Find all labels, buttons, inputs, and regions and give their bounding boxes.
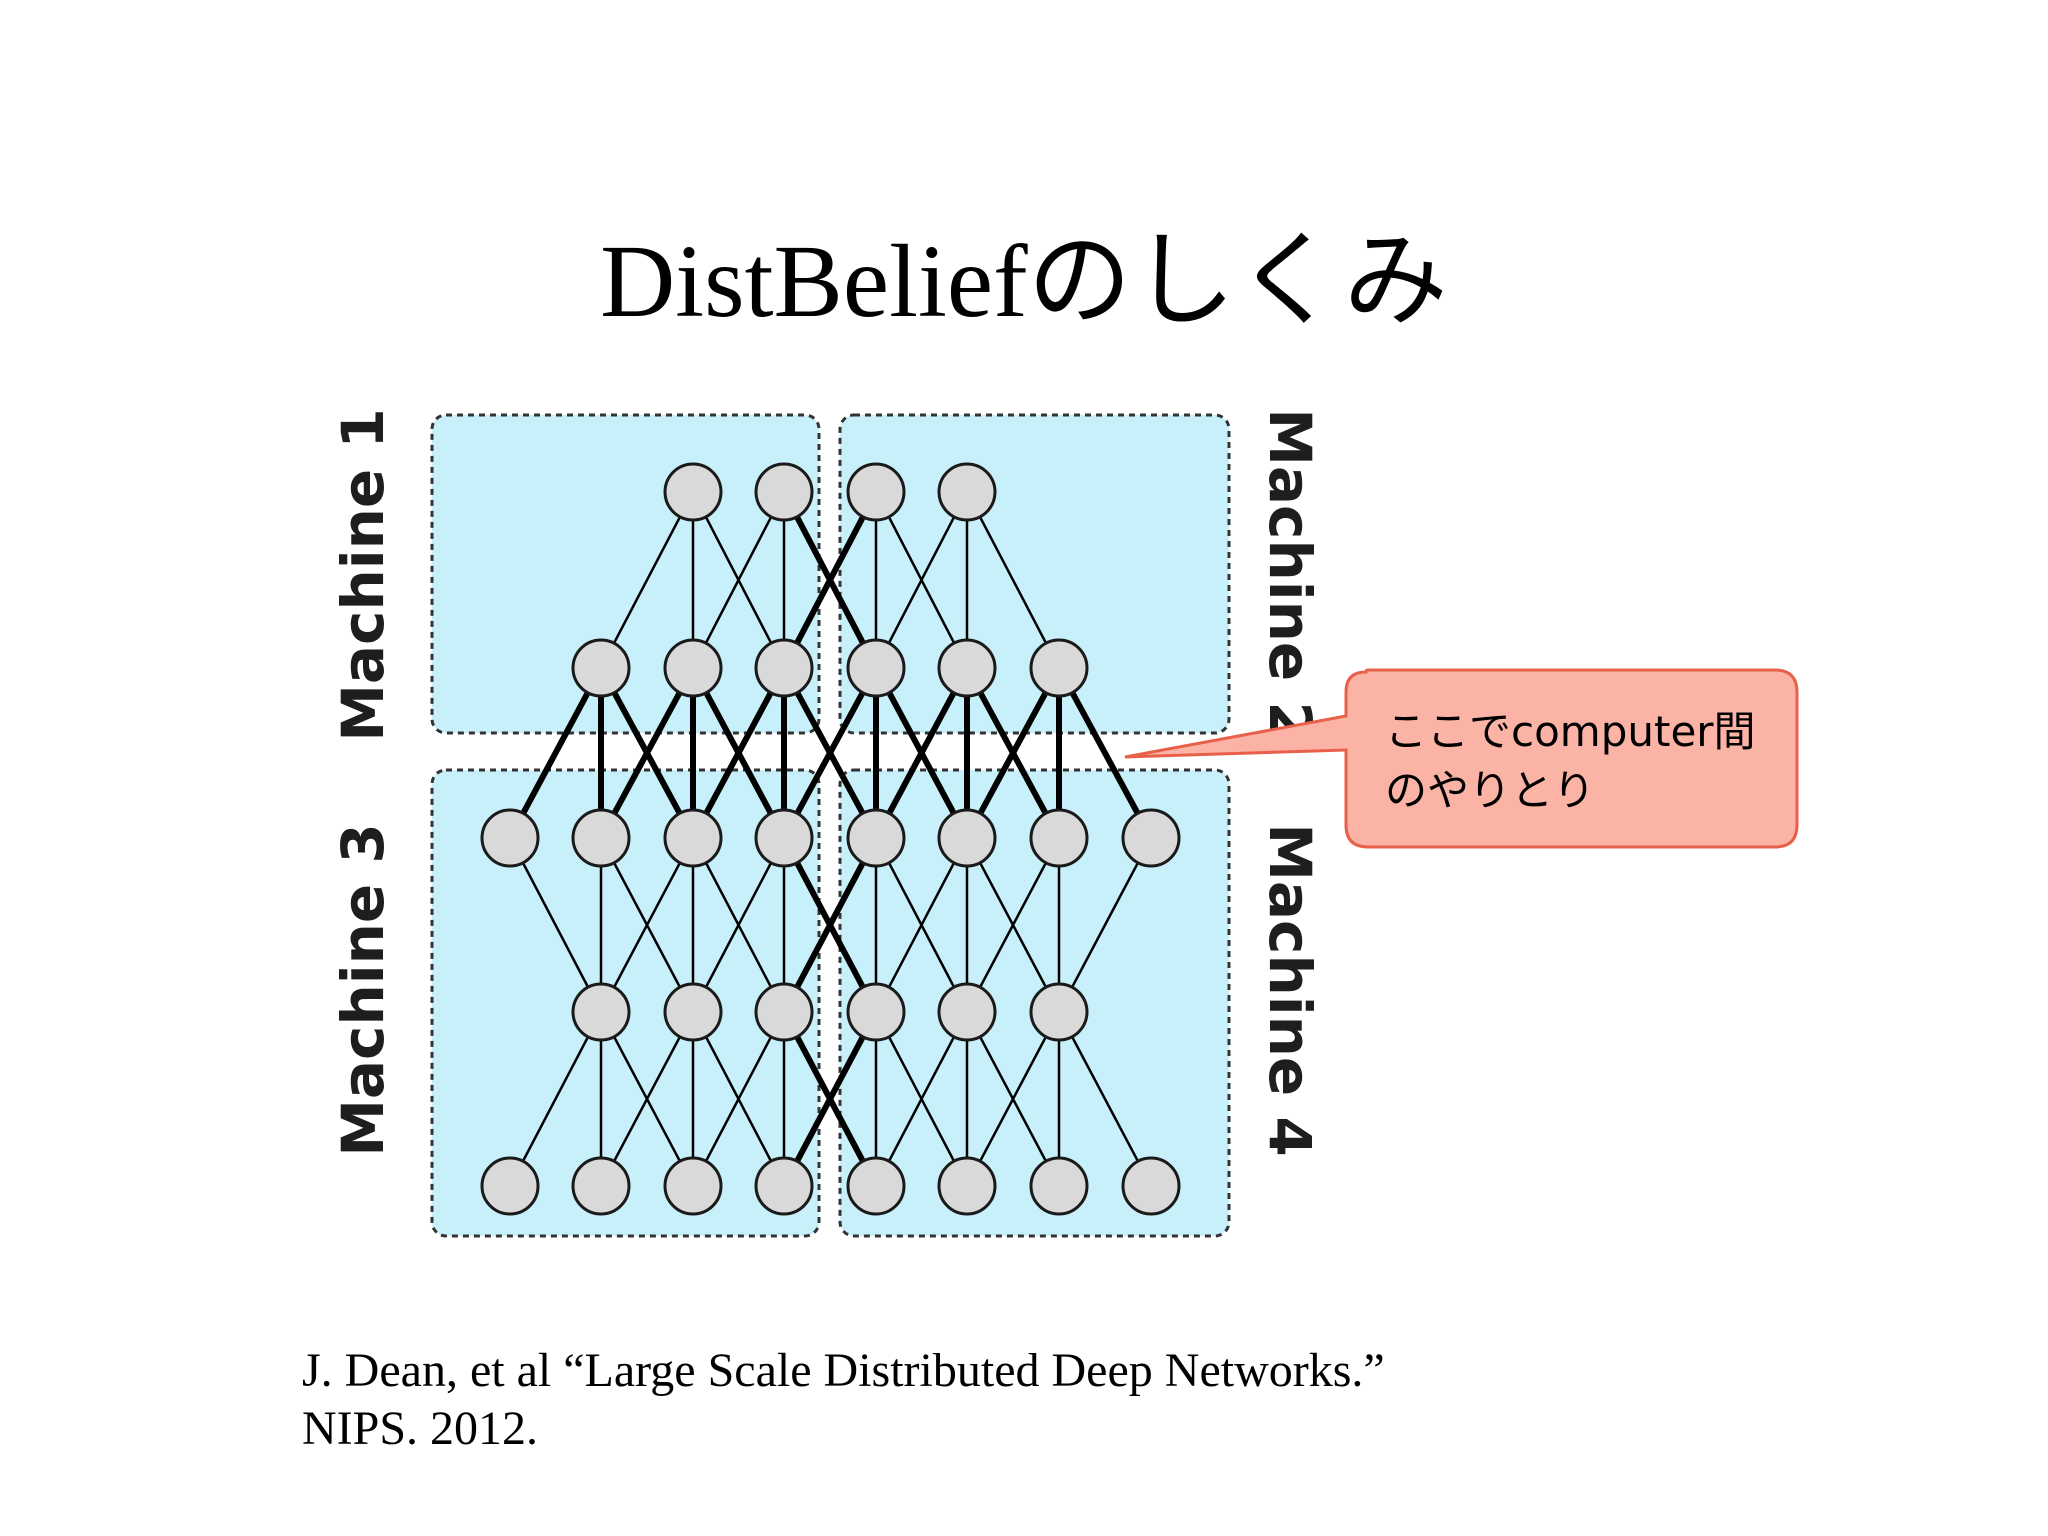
network-node — [1029, 638, 1089, 698]
network-node — [937, 462, 997, 522]
edge — [1057, 1011, 1153, 1187]
network-node — [1029, 982, 1089, 1042]
callout-bubble — [1124, 668, 1799, 849]
network-node — [754, 808, 814, 868]
slide-title: DistBeliefのしくみ — [600, 224, 1448, 339]
network-node — [1029, 1156, 1089, 1216]
network-node — [754, 638, 814, 698]
cross-machine-edge — [781, 1010, 879, 1188]
edge — [965, 1011, 1061, 1187]
machine-2-label: Machine 2 — [1256, 408, 1324, 742]
network-node — [937, 808, 997, 868]
network-node — [937, 1156, 997, 1216]
network-node — [846, 462, 906, 522]
edge — [508, 837, 603, 1013]
cross-machine-edge — [781, 836, 879, 1014]
cross-machine-edge — [598, 666, 696, 840]
citation: J. Dean, et al “Large Scale Distributed … — [302, 1342, 1385, 1458]
callout-line-2: のやりとり — [1385, 766, 1595, 815]
edge — [691, 491, 786, 669]
edge — [874, 491, 969, 669]
network-node — [754, 462, 814, 522]
network-node — [571, 808, 631, 868]
machine-2-box — [838, 413, 1231, 735]
network-node — [663, 808, 723, 868]
network-node — [846, 638, 906, 698]
network-node — [1029, 808, 1089, 868]
network-node — [571, 982, 631, 1042]
citation-line-1: J. Dean, et al “Large Scale Distributed … — [302, 1344, 1385, 1397]
edge — [599, 491, 695, 669]
edge — [874, 1011, 969, 1187]
cross-machine-edge — [781, 666, 879, 840]
machine-1-label: Machine 1 — [329, 408, 397, 742]
network-node — [480, 808, 540, 868]
network-node — [754, 1156, 814, 1216]
edge — [691, 837, 786, 1013]
edge — [508, 1011, 603, 1187]
cross-machine-edge — [507, 666, 604, 840]
cross-machine-edge — [1056, 666, 1154, 840]
network-node — [571, 638, 631, 698]
edge — [599, 837, 695, 1013]
machine-boxes — [430, 413, 1231, 1238]
cross-machine-edge — [964, 666, 1062, 840]
network-node — [663, 462, 723, 522]
network-node — [571, 1156, 631, 1216]
edge — [874, 837, 969, 1013]
network-node — [846, 1156, 906, 1216]
edge — [965, 491, 1061, 669]
cross-machine-edge — [873, 666, 970, 840]
network-node — [937, 638, 997, 698]
edge — [599, 1011, 695, 1187]
network-node — [937, 982, 997, 1042]
callout: ここでcomputer間 のやりとり — [1124, 668, 1799, 849]
network-node — [480, 1156, 540, 1216]
network-node — [663, 638, 723, 698]
network-node — [1121, 808, 1181, 868]
network-node — [1121, 1156, 1181, 1216]
cross-machine-edge — [690, 666, 787, 840]
network-node — [663, 1156, 723, 1216]
network-node — [846, 982, 906, 1042]
cross-machine-edge — [781, 490, 879, 670]
network-node — [846, 808, 906, 868]
edge — [691, 1011, 786, 1187]
network-node — [754, 982, 814, 1042]
machine-3-label: Machine 3 — [329, 823, 397, 1157]
network-nodes — [480, 462, 1181, 1216]
edge — [965, 837, 1061, 1013]
callout-line-1: ここでcomputer間 — [1385, 707, 1756, 756]
machine-4-label: Machine 4 — [1256, 823, 1324, 1157]
edge — [1057, 837, 1153, 1013]
citation-line-2: NIPS. 2012. — [302, 1402, 539, 1455]
network-node — [663, 982, 723, 1042]
